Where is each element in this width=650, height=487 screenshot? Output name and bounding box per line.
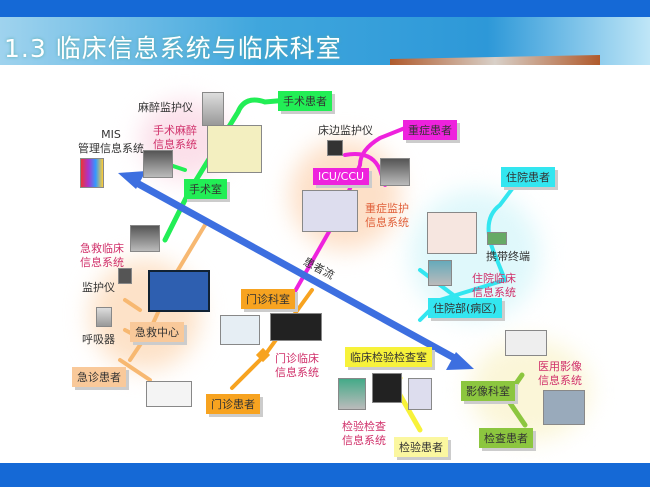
icu-loop <box>343 152 387 187</box>
bedside-monitor-image <box>327 140 343 156</box>
building-image <box>390 55 600 65</box>
emergency-center-label: 急救中心 <box>130 322 184 342</box>
imaging-room-image <box>543 390 585 425</box>
icu-laptop-icon <box>380 158 410 186</box>
anesthesia-monitor-image <box>202 92 224 126</box>
inpatient-patient-label: 住院患者 <box>501 167 555 187</box>
lab-room-label: 临床检验检查室 <box>345 347 432 367</box>
outpatient-system-label: 门诊临床信息系统 <box>275 352 319 380</box>
ct-scanner-image <box>505 330 547 356</box>
ambulance-interior-image <box>148 270 210 312</box>
emergency-laptop-icon <box>130 225 160 252</box>
outpatient-patient-label: 门诊患者 <box>206 394 260 414</box>
outpatient-system-line2: 信息系统 <box>275 366 319 379</box>
mis-buildings-icon <box>80 158 104 188</box>
imaging-system-label: 医用影像信息系统 <box>538 360 582 388</box>
surgery-laptop-icon <box>143 150 173 178</box>
icu-system-label: 重症监护信息系统 <box>365 202 409 230</box>
ambulance-image <box>146 381 192 407</box>
lab-instrument-image <box>408 378 432 410</box>
handheld-terminal-icon <box>487 232 507 245</box>
monitor-device-image <box>118 268 132 284</box>
emergency-system-line1: 急救临床 <box>80 242 124 255</box>
queue-display-board <box>270 313 322 341</box>
lab-system-label: 检验检查信息系统 <box>342 420 386 448</box>
ventilator-image <box>96 307 112 327</box>
icu-room-label: ICU/CCU <box>313 168 370 185</box>
emergency-system-line2: 信息系统 <box>80 256 124 269</box>
top-bar <box>0 0 650 17</box>
imaging-patient-label: 检查患者 <box>479 428 533 448</box>
emergency-system-label: 急救临床信息系统 <box>80 242 124 270</box>
inpatient-line <box>418 183 517 322</box>
inpatient-system-line1: 住院临床 <box>472 272 516 285</box>
surgery-system-line2: 信息系统 <box>153 138 197 151</box>
patient-flow-arrow <box>118 171 474 370</box>
imaging-system-line2: 信息系统 <box>538 374 582 387</box>
bottom-bar <box>0 463 650 487</box>
imaging-system-line1: 医用影像 <box>538 360 582 373</box>
lab-system-line1: 检验检查 <box>342 420 386 433</box>
inpatient-room-label: 住院部(病区) <box>428 298 502 318</box>
surgery-patient-label: 手术患者 <box>278 91 332 111</box>
inpatient-system-label: 住院临床信息系统 <box>472 272 516 300</box>
imaging-room-label: 影像科室 <box>461 381 515 401</box>
icu-system-line1: 重症监护 <box>365 202 409 215</box>
inpatient-computer-icon <box>428 260 452 286</box>
surgery-line <box>162 97 291 243</box>
icu-ward-image <box>302 190 358 232</box>
mis-abbr: MIS <box>101 128 121 141</box>
icu-system-line2: 信息系统 <box>365 216 409 229</box>
outpatient-room-label: 门诊科室 <box>241 289 295 309</box>
ventilator-label: 呼吸器 <box>82 333 115 346</box>
slide-title: 1.3 临床信息系统与临床科室 <box>4 34 342 63</box>
surgery-system-label: 手术麻醉信息系统 <box>153 124 197 152</box>
lab-system-line2: 信息系统 <box>342 434 386 447</box>
surgery-system-line1: 手术麻醉 <box>153 124 197 137</box>
anesthesia-monitor-label: 麻醉监护仪 <box>138 101 193 114</box>
lab-analyzer-image <box>372 373 402 403</box>
emergency-patient-label: 急诊患者 <box>72 367 126 387</box>
ward-nurse-image <box>427 212 477 254</box>
inpatient-system-line2: 信息系统 <box>472 286 516 299</box>
handheld-terminal-label: 携带终端 <box>486 250 530 263</box>
mis-name: 管理信息系统 <box>78 142 144 155</box>
outpatient-system-line1: 门诊临床 <box>275 352 319 365</box>
doctor-image <box>220 315 260 345</box>
monitor-label: 监护仪 <box>82 281 115 294</box>
lab-patient-label: 检验患者 <box>394 437 448 457</box>
surgery-room-label: 手术室 <box>184 179 227 199</box>
lab-computer-icon <box>338 378 366 410</box>
icu-patient-label: 重症患者 <box>403 120 457 140</box>
operating-room-image <box>207 125 262 173</box>
bedside-monitor-label: 床边监护仪 <box>318 124 373 137</box>
title-banner: 1.3 临床信息系统与临床科室 <box>0 17 650 65</box>
